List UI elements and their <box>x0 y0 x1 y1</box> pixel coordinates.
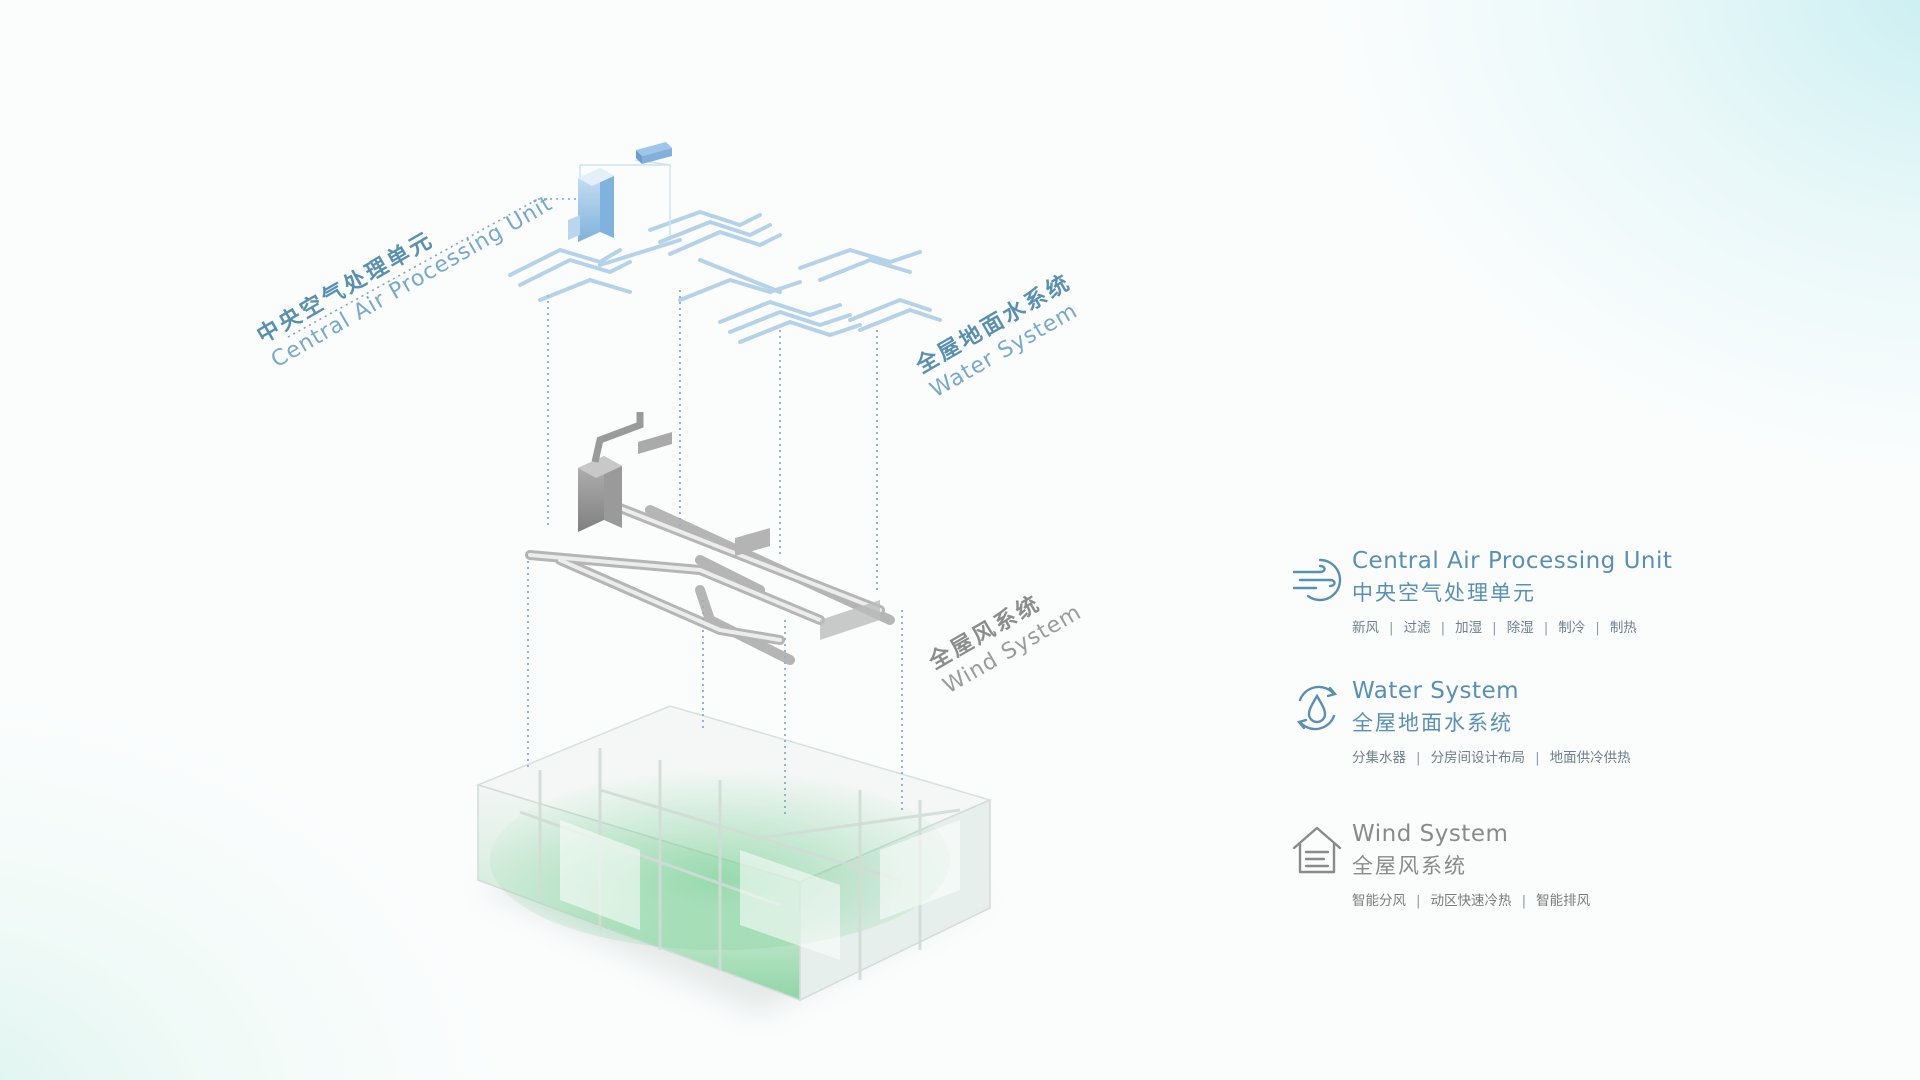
legend-tag: 新风 <box>1352 620 1379 636</box>
legend-tag: 分集水器 <box>1352 750 1406 766</box>
tag-separator: | <box>1595 620 1600 636</box>
legend-tag: 除湿 <box>1506 620 1534 636</box>
legend-wind-title-en: Wind System <box>1352 821 1509 847</box>
tag-separator: | <box>1416 750 1421 766</box>
tag-separator: | <box>1535 750 1540 766</box>
connector-lines <box>287 198 903 815</box>
air-flow-icon <box>1292 558 1342 602</box>
tag-separator: | <box>1440 620 1446 636</box>
legend-tag: 动区快速冷热 <box>1430 893 1512 909</box>
tag-separator: | <box>1389 620 1394 636</box>
legend-water-title-en: Water System <box>1352 678 1520 704</box>
legend-capu-tags: 新风 | 过滤 | 加湿 | 除湿 | 制冷 | 制热 <box>1352 616 1637 636</box>
tag-separator: | <box>1492 620 1497 636</box>
legend-capu-title-zh: 中央空气处理单元 <box>1352 581 1536 605</box>
legend-tag: 制热 <box>1609 620 1637 636</box>
water-drop-cycle-icon <box>1296 685 1338 731</box>
legend-wind-title-zh: 全屋风系统 <box>1352 854 1467 878</box>
legend-tag: 加湿 <box>1455 620 1483 636</box>
house-model <box>475 705 993 1015</box>
legend-capu-title-en: Central Air Processing Unit <box>1352 548 1673 574</box>
legend-tag: 地面供冷供热 <box>1549 750 1631 766</box>
legend-water-title-zh: 全屋地面水系统 <box>1352 711 1513 735</box>
legend-water-tags: 分集水器 | 分房间设计布局 | 地面供冷供热 <box>1352 746 1631 766</box>
legend-tag: 制冷 <box>1558 620 1586 636</box>
wind-system-ducts <box>525 412 895 665</box>
legend-tag: 智能分风 <box>1352 893 1406 909</box>
tag-separator: | <box>1521 893 1527 909</box>
legend-tag: 智能排风 <box>1536 893 1591 909</box>
legend-tag: 分房间设计布局 <box>1430 750 1526 766</box>
tag-separator: | <box>1416 893 1421 909</box>
legend-tag: 过滤 <box>1403 620 1431 636</box>
legend-wind-tags: 智能分风 | 动区快速冷热 | 智能排风 <box>1352 889 1590 909</box>
house-vent-icon <box>1292 826 1342 874</box>
water-system-pipes <box>508 142 942 344</box>
tag-separator: | <box>1543 620 1549 636</box>
